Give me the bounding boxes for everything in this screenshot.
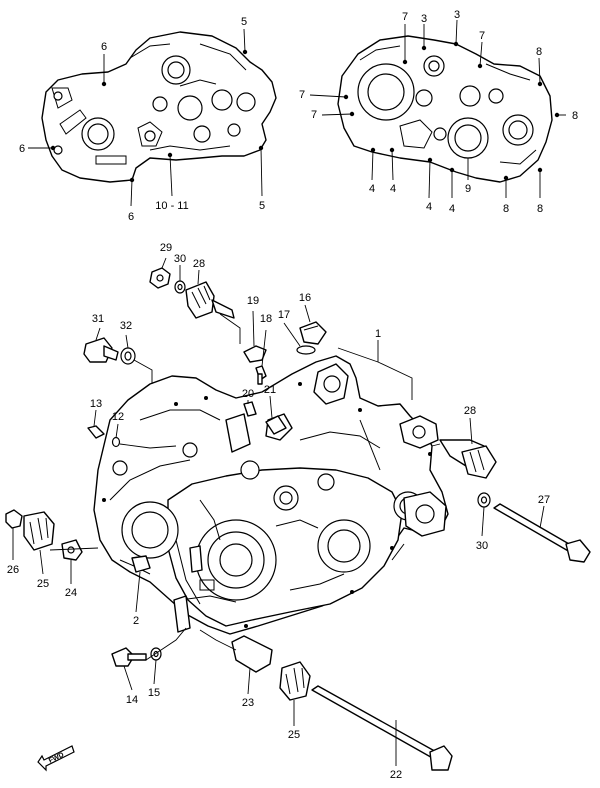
callout-label: 30: [476, 540, 488, 552]
callout-label: 7: [299, 89, 305, 101]
callout-label: 4: [449, 203, 455, 215]
callout-label: 15: [148, 687, 160, 699]
callout-label: 9: [465, 183, 471, 195]
callout-label: 8: [537, 203, 543, 215]
callout-numbers: 5 6 6 6 10 - 11 5 7 3 3 7 8 7 7 8 4 4 4 …: [7, 9, 578, 781]
callout-label: 28: [193, 258, 205, 270]
right-crankcase-half: [337, 35, 560, 183]
callout-label: 27: [538, 494, 550, 506]
small-parts: [5, 267, 591, 771]
leader-lines: [12, 19, 566, 766]
callout-label: 6: [128, 211, 134, 223]
callout-label: 12: [112, 411, 124, 423]
callout-label: 8: [503, 203, 509, 215]
crankcase-assembly: [93, 355, 449, 635]
callout-label: 7: [479, 30, 485, 42]
callout-label: 31: [92, 313, 104, 325]
callout-label: 28: [464, 405, 476, 417]
callout-label: 5: [259, 200, 265, 212]
callout-label: 4: [390, 183, 396, 195]
callout-label: 16: [299, 292, 311, 304]
callout-label: 25: [37, 578, 49, 590]
callout-label: 7: [402, 11, 408, 23]
callout-label: 1: [375, 328, 381, 340]
callout-label: 25: [288, 729, 300, 741]
callout-label: 18: [260, 313, 272, 325]
callout-label: 2: [133, 615, 139, 627]
callout-label: 23: [242, 697, 254, 709]
callout-label: 5: [241, 16, 247, 28]
callout-label: 21: [264, 384, 276, 396]
callout-label: 32: [120, 320, 132, 332]
callout-label: 14: [126, 694, 138, 706]
callout-label: 17: [278, 309, 290, 321]
callout-label: 4: [369, 183, 375, 195]
callout-label: 7: [311, 109, 317, 121]
callout-label: 6: [101, 41, 107, 53]
callout-label: 19: [247, 295, 259, 307]
callout-label: 8: [536, 46, 542, 58]
forward-direction-arrow: FWD: [37, 745, 75, 772]
callout-label: 8: [572, 110, 578, 122]
callout-label: 10 - 11: [155, 200, 188, 212]
callout-label: 4: [426, 201, 432, 213]
fwd-label: FWD: [48, 752, 65, 765]
callout-label: 3: [421, 13, 427, 25]
callout-label: 22: [390, 769, 402, 781]
callout-label: 6: [19, 143, 25, 155]
callout-label: 3: [454, 9, 460, 21]
callout-label: 29: [160, 242, 172, 254]
callout-label: 24: [65, 587, 77, 599]
callout-label: 26: [7, 564, 19, 576]
callout-label: 13: [90, 398, 102, 410]
callout-label: 20: [242, 388, 254, 400]
callout-label: 30: [174, 253, 186, 265]
left-crankcase-half: [41, 31, 277, 183]
